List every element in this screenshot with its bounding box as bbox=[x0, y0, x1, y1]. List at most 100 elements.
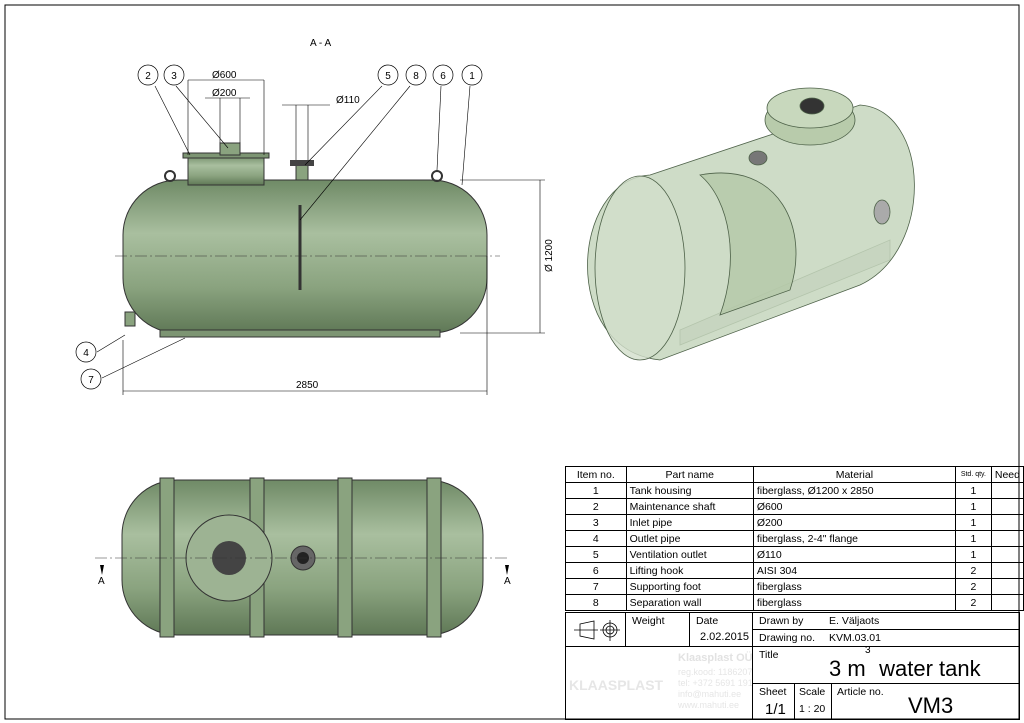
bom-cell-std-qty: 1 bbox=[954, 530, 992, 547]
bom-cell-material: fiberglass bbox=[752, 594, 956, 611]
bom-cell-part-name: Ventilation outlet bbox=[625, 546, 754, 563]
balloon-4: 4 bbox=[83, 348, 89, 359]
bom-cell-part-name: Lifting hook bbox=[625, 562, 754, 579]
bom-cell-std-qty: 2 bbox=[954, 578, 992, 595]
bom-cell-need bbox=[990, 578, 1024, 595]
bom-cell-item-no: 5 bbox=[565, 546, 627, 563]
title-cell: Title 3 m 3 water tank bbox=[752, 645, 1020, 684]
scale-label: Scale bbox=[799, 686, 826, 698]
company-name: Klaasplast OÜ bbox=[678, 652, 753, 664]
bom-cell-std-qty: 1 bbox=[954, 482, 992, 499]
title-rest: water tank bbox=[873, 656, 981, 681]
header-need: Need bbox=[990, 466, 1024, 483]
bom-cell-material: Ø200 bbox=[752, 514, 956, 531]
bom-cell-part-name: Supporting foot bbox=[625, 578, 754, 595]
dim-length: 2850 bbox=[296, 380, 319, 391]
balloon-7: 7 bbox=[88, 375, 94, 386]
side-view: Ø600 Ø200 Ø110 2850 Ø 1200 2 3 5 8 6 1 4… bbox=[75, 64, 555, 395]
bom-cell-need bbox=[990, 562, 1024, 579]
scale-value: 1 : 20 bbox=[799, 703, 826, 715]
company-reg: reg.kood: 11862070 bbox=[678, 667, 753, 677]
dim-600: Ø600 bbox=[212, 70, 237, 81]
date-value: 2.02.2015 bbox=[700, 631, 749, 643]
bom-cell-part-name: Maintenance shaft bbox=[625, 498, 754, 515]
bom-cell-item-no: 1 bbox=[565, 482, 627, 499]
bom-cell-item-no: 4 bbox=[565, 530, 627, 547]
bom-cell-need bbox=[990, 514, 1024, 531]
header-item-no: Item no. bbox=[565, 466, 627, 483]
bom-cell-std-qty: 2 bbox=[954, 562, 992, 579]
bom-cell-need bbox=[990, 482, 1024, 499]
bom-cell-item-no: 8 bbox=[565, 594, 627, 611]
bom-cell-material: Ø600 bbox=[752, 498, 956, 515]
top-view: A A bbox=[95, 477, 511, 638]
balloon-2: 2 bbox=[145, 71, 151, 82]
bom-cell-part-name: Inlet pipe bbox=[625, 514, 754, 531]
balloon-5: 5 bbox=[385, 71, 391, 82]
company-email: info@mahuti.ee bbox=[678, 689, 742, 699]
scale-cell: Scale 1 : 20 bbox=[794, 683, 832, 720]
bom-cell-material: fiberglass, Ø1200 x 2850 bbox=[752, 482, 956, 499]
bom-cell-item-no: 2 bbox=[565, 498, 627, 515]
drawn-by-cell: Drawn by E. Väljaots bbox=[752, 612, 1020, 630]
drawn-by-label: Drawn by bbox=[759, 615, 804, 627]
weight-label: Weight bbox=[632, 615, 665, 627]
drawn-by-value: E. Väljaots bbox=[829, 615, 880, 627]
bom-cell-std-qty: 1 bbox=[954, 514, 992, 531]
section-label: A - A bbox=[310, 38, 331, 49]
weight-cell: Weight bbox=[625, 612, 690, 647]
date-cell: Date 2.02.2015 bbox=[689, 612, 753, 647]
bom-cell-item-no: 3 bbox=[565, 514, 627, 531]
bom-cell-need bbox=[990, 498, 1024, 515]
drawing-no-label: Drawing no. bbox=[759, 632, 816, 644]
sheet-frame bbox=[4, 4, 1020, 720]
balloon-3: 3 bbox=[171, 71, 177, 82]
bom-cell-part-name: Separation wall bbox=[625, 594, 754, 611]
bom-header: Item no. Part name Material Std. qty. Ne… bbox=[565, 466, 1024, 483]
isometric-view bbox=[587, 87, 915, 361]
section-mark-left: A bbox=[98, 576, 105, 587]
balloon-1: 1 bbox=[469, 71, 475, 82]
sheet-label: Sheet bbox=[759, 686, 787, 698]
article-label: Article no. bbox=[837, 686, 884, 698]
bom-cell-std-qty: 2 bbox=[954, 594, 992, 611]
balloon-8: 8 bbox=[413, 71, 419, 82]
sheet-cell: Sheet 1/1 bbox=[752, 683, 795, 720]
balloon-6: 6 bbox=[440, 71, 446, 82]
dim-110: Ø110 bbox=[336, 95, 360, 106]
bom-cell-need bbox=[990, 594, 1024, 611]
bom-cell-material: AISI 304 bbox=[752, 562, 956, 579]
section-mark-right: A bbox=[504, 576, 511, 587]
bom-cell-material: fiberglass bbox=[752, 578, 956, 595]
header-material: Material bbox=[752, 466, 956, 483]
bom-cell-material: fiberglass, 2-4" flange bbox=[752, 530, 956, 547]
company-tel: tel: +372 5691 1914 bbox=[678, 678, 753, 688]
bill-of-materials: Item no. Part name Material Std. qty. Ne… bbox=[565, 466, 1024, 611]
bom-cell-item-no: 7 bbox=[565, 578, 627, 595]
projection-symbol bbox=[565, 612, 626, 647]
bom-cell-std-qty: 1 bbox=[954, 498, 992, 515]
dim-200: Ø200 bbox=[212, 88, 237, 99]
title-main: 3 m bbox=[829, 656, 866, 681]
dim-1200: Ø 1200 bbox=[544, 239, 555, 272]
date-label: Date bbox=[696, 615, 719, 627]
article-value: VM3 bbox=[908, 693, 954, 718]
drawing-no-value: KVM.03.01 bbox=[829, 632, 881, 644]
title-label: Title bbox=[759, 649, 779, 661]
bom-cell-need bbox=[990, 530, 1024, 547]
article-cell: Article no. VM3 bbox=[831, 683, 1020, 720]
sheet-value: 1/1 bbox=[765, 701, 786, 718]
bom-cell-part-name: Tank housing bbox=[625, 482, 754, 499]
title-sup: 3 bbox=[865, 645, 871, 656]
bom-cell-need bbox=[990, 546, 1024, 563]
company-cell: KLAASPLAST Klaasplast OÜ reg.kood: 11862… bbox=[565, 646, 753, 720]
